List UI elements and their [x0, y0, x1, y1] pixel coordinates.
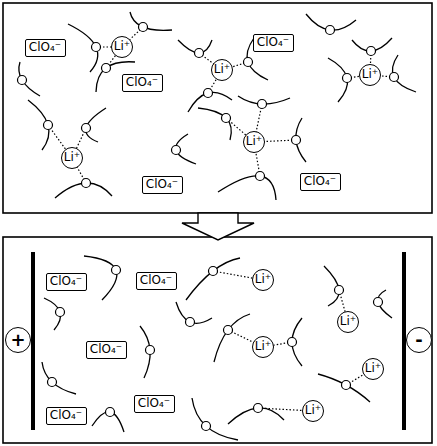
node-text: ClO₄⁻	[257, 36, 289, 49]
polymer-chain	[214, 314, 250, 362]
polymer-chain	[218, 176, 276, 200]
oxygen-atom	[92, 43, 101, 52]
lithium-ion: Li⁺	[61, 147, 83, 169]
polymer-chain	[318, 374, 370, 402]
oxygen-atom	[82, 179, 91, 188]
oxygen-atom	[102, 64, 111, 73]
node-text: Li⁺	[246, 135, 262, 148]
node-text: Li⁺	[255, 340, 271, 353]
oxygen-atom	[292, 136, 301, 145]
anion-box: ClO₄⁻	[25, 39, 66, 57]
lithium-ion: Li⁺	[111, 36, 133, 58]
lithium-ion: Li⁺	[337, 311, 359, 333]
oxygen-atom	[390, 73, 399, 82]
node-text: ClO₄⁻	[126, 76, 158, 89]
electrode-sign: +	[5, 327, 31, 353]
node-text: ClO₄⁻	[90, 343, 122, 356]
lithium-ion: Li⁺	[211, 59, 233, 81]
oxygen-atom	[82, 124, 91, 133]
lithium-ion: Li⁺	[252, 269, 274, 291]
node-text: ClO₄⁻	[50, 409, 82, 422]
positive-electrode	[31, 252, 35, 430]
lithium-ion: Li⁺	[302, 400, 324, 422]
polymer-chain	[192, 398, 238, 440]
oxygen-atom	[224, 326, 233, 335]
anion-box: ClO₄⁻	[136, 272, 177, 290]
oxygen-atom	[186, 318, 195, 327]
oxygen-atom	[204, 89, 213, 98]
polymer-chain	[84, 256, 117, 300]
oxygen-atom	[256, 172, 265, 181]
node-text: ClO₄⁻	[304, 175, 336, 188]
oxygen-atom	[258, 100, 267, 109]
node-text: +	[10, 330, 25, 350]
oxygen-atom	[222, 114, 231, 123]
anion-box: ClO₄⁻	[253, 34, 294, 52]
oxygen-atom	[342, 381, 351, 390]
node-text: Li⁺	[365, 362, 381, 375]
node-text: Li⁺	[214, 63, 230, 76]
polymer-chain	[130, 12, 172, 30]
node-text: ClO₄⁻	[140, 274, 172, 287]
anion-box: ClO₄⁻	[300, 173, 341, 191]
node-text: Li⁺	[114, 40, 130, 53]
lithium-ion: Li⁺	[243, 131, 265, 153]
polymer-chain	[198, 108, 231, 140]
lithium-ion: Li⁺	[359, 64, 381, 86]
oxygen-atom	[106, 408, 115, 417]
node-text: Li⁺	[305, 404, 321, 417]
oxygen-atom	[139, 23, 148, 32]
node-text: Li⁺	[64, 151, 80, 164]
electrode-sign: -	[406, 327, 432, 353]
oxygen-atom	[56, 308, 65, 317]
node-text: ClO₄⁻	[50, 275, 82, 288]
node-text: Li⁺	[362, 68, 378, 81]
anion-box: ClO₄⁻	[46, 407, 87, 425]
node-text: -	[415, 330, 422, 350]
oxygen-atom	[326, 26, 335, 35]
oxygen-atom	[172, 146, 181, 155]
oxygen-atom	[146, 346, 155, 355]
polymer-chain	[42, 362, 76, 394]
transition-arrow	[182, 213, 254, 240]
oxygen-atom	[112, 266, 121, 275]
oxygen-atom	[195, 49, 204, 58]
anion-box: ClO₄⁻	[134, 395, 175, 413]
anion-box: ClO₄⁻	[122, 74, 163, 92]
node-text: Li⁺	[255, 273, 271, 286]
lithium-ion: Li⁺	[252, 336, 274, 358]
node-text: Li⁺	[340, 315, 356, 328]
node-text: ClO₄⁻	[146, 178, 178, 191]
bottom-panel	[3, 237, 432, 443]
oxygen-atom	[48, 378, 57, 387]
oxygen-atom	[367, 47, 376, 56]
polymer-chains	[18, 12, 417, 440]
node-text: ClO₄⁻	[29, 41, 61, 54]
node-text: ClO₄⁻	[138, 397, 170, 410]
anion-box: ClO₄⁻	[86, 341, 127, 359]
oxygen-atom	[288, 338, 297, 347]
oxygen-atom	[209, 267, 218, 276]
polymer-chain	[186, 258, 240, 300]
oxygen-atom	[202, 422, 211, 431]
anion-box: ClO₄⁻	[142, 176, 183, 194]
anion-box: ClO₄⁻	[46, 273, 87, 291]
top-panel	[3, 3, 432, 213]
oxygen-atom	[244, 58, 253, 67]
oxygen-atom	[335, 286, 344, 295]
oxygen-atom	[18, 76, 27, 85]
lithium-ion: Li⁺	[362, 358, 384, 380]
oxygen-atom	[343, 74, 352, 83]
oxygen-atom	[44, 121, 53, 130]
oxygen-atom	[374, 298, 383, 307]
oxygen-atom	[254, 404, 263, 413]
